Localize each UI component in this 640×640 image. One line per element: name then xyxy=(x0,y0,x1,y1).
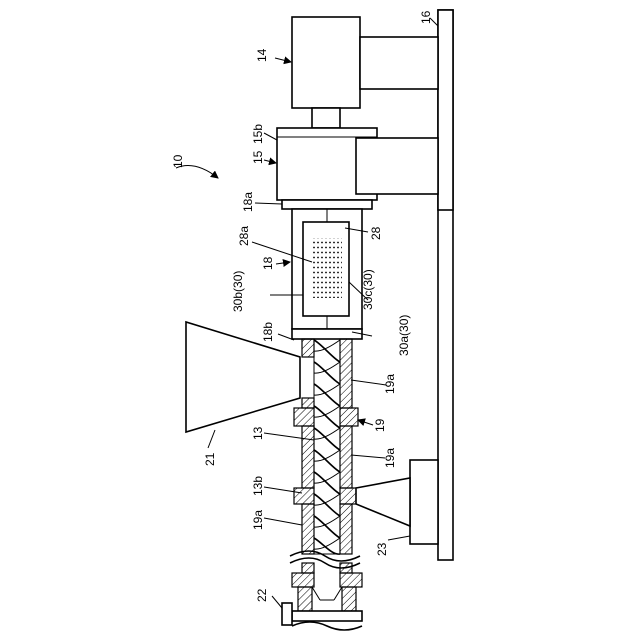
flange-18a xyxy=(282,200,372,209)
barrel-wall-left-1 xyxy=(302,339,314,357)
barrel-flange-2-left xyxy=(294,488,314,504)
label-30a: 30a(30) xyxy=(397,315,411,356)
label-15: 15 xyxy=(251,150,265,164)
lower-body-left xyxy=(298,587,312,611)
label-19a-1: 19a xyxy=(383,374,397,394)
label-28: 28 xyxy=(369,226,383,240)
barrel-wall-right-3 xyxy=(340,504,352,554)
support-23 xyxy=(410,460,438,544)
label-19: 19 xyxy=(373,418,387,432)
screw-flight-back xyxy=(314,516,340,527)
barrel-wall-right-1 xyxy=(340,339,352,408)
label-18a: 18a xyxy=(241,192,255,212)
screw-flight-back xyxy=(314,340,340,351)
bolt-22 xyxy=(282,603,292,625)
flange-18b xyxy=(292,329,362,339)
lower-plate xyxy=(292,611,362,621)
label-19a-2: 19a xyxy=(383,448,397,468)
lower-barrel-left xyxy=(302,563,314,573)
barrel-wall-left-4 xyxy=(302,504,314,554)
lower-body-right xyxy=(342,587,356,611)
barrel-flange-1-left xyxy=(294,408,314,426)
barrel-wall-right-2 xyxy=(340,426,352,488)
base-plate-top-block xyxy=(438,10,453,210)
screw-flight-back xyxy=(314,472,340,483)
screw-flight-back xyxy=(314,450,340,461)
barrel-flange-1-right xyxy=(340,408,358,426)
motor-shaft xyxy=(312,108,340,128)
barrel-wall-left-2 xyxy=(302,398,314,408)
label-14: 14 xyxy=(255,48,269,62)
label-28a: 28a xyxy=(237,226,251,246)
label-18: 18 xyxy=(261,256,275,270)
gearbox-mount xyxy=(356,138,438,194)
bottom-wave xyxy=(292,622,362,630)
label-18b: 18b xyxy=(261,322,275,342)
screw-flight-back xyxy=(314,428,340,439)
screw-flights xyxy=(314,340,340,554)
label-13b: 13b xyxy=(251,476,265,496)
screw-flight-back xyxy=(314,384,340,395)
screw-flight-back xyxy=(314,362,340,373)
barrel-wall-left-3 xyxy=(302,426,314,488)
screw-flight-back xyxy=(314,494,340,505)
lower-flange-right xyxy=(340,573,362,587)
label-13: 13 xyxy=(251,426,265,440)
label-16: 16 xyxy=(419,10,433,24)
hopper xyxy=(186,322,300,432)
label-10: 10 xyxy=(171,154,185,168)
label-23: 23 xyxy=(375,542,389,556)
label-21: 21 xyxy=(203,452,217,466)
label-19a-3: 19a xyxy=(251,510,265,530)
screw-flight-back xyxy=(314,406,340,417)
label-15b: 15b xyxy=(251,124,265,144)
lower-flange-left xyxy=(292,573,314,587)
label-30c: 30c(30) xyxy=(361,269,375,310)
support-cone xyxy=(356,478,410,526)
motor xyxy=(292,17,360,108)
label-22: 22 xyxy=(255,588,269,602)
motor-mount xyxy=(360,37,438,89)
filter-mesh-28a xyxy=(311,238,342,298)
label-30b: 30b(30) xyxy=(231,271,245,312)
lower-barrel-right xyxy=(340,563,352,573)
